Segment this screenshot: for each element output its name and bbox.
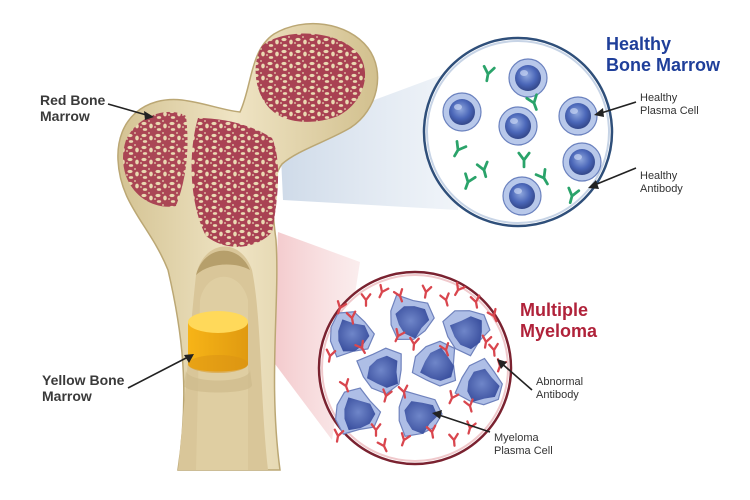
healthy-antibody [525, 93, 538, 111]
label-line: Plasma Cell [494, 444, 553, 457]
pointer-healthy-plasma [597, 101, 637, 115]
label-myeloma-plasma-cell: Myeloma Plasma Cell [494, 432, 553, 457]
title-line: Myeloma [520, 320, 598, 341]
healthy-antibody [517, 151, 531, 169]
pointer-healthy-antibody [591, 167, 637, 187]
label-line: Healthy [640, 92, 678, 104]
abnormal-antibody [409, 336, 420, 351]
myeloma-plasma-cell [454, 357, 503, 406]
abnormal-antibody [382, 388, 393, 403]
abnormal-antibody [425, 424, 437, 439]
healthy-antibody [482, 64, 496, 83]
abnormal-antibody [360, 293, 372, 307]
abnormal-antibody [481, 334, 493, 349]
pointer-myeloma-plasma [435, 413, 491, 433]
abnormal-antibody [394, 327, 406, 343]
healthy-antibody [464, 172, 477, 190]
healthy-plasma-cell [498, 106, 538, 146]
pointer-abnormal-antibody [499, 361, 533, 391]
spongy-neck [191, 118, 279, 247]
label-line: Marrow [40, 108, 90, 125]
spongy-head [255, 33, 366, 122]
abnormal-antibody [488, 342, 499, 357]
abnormal-antibody [392, 288, 404, 303]
abnormal-antibodies [325, 281, 508, 453]
label-line: Myeloma [494, 432, 539, 444]
spongy-trochanter [123, 111, 188, 207]
myeloma-plasma-cell [411, 340, 457, 387]
healthy-plasma-cell [502, 176, 542, 216]
myeloma-plasma-cell [398, 390, 443, 437]
abnormal-antibody [370, 423, 382, 437]
abnormal-antibody [397, 384, 409, 399]
abnormal-antibody [400, 432, 412, 447]
label-line: Yellow Bone [42, 372, 125, 388]
title-line: Bone Marrow [606, 54, 721, 75]
label-healthy-plasma-cell: Healthy Plasma Cell [640, 92, 699, 117]
healthy-plasma-cell [562, 142, 602, 182]
label-line: Antibody [536, 388, 579, 401]
title-line: Healthy [606, 34, 672, 54]
abnormal-antibody [354, 339, 366, 355]
label-line: Healthy [640, 170, 678, 182]
healthy-antibodies [453, 64, 581, 205]
healthy-antibody [567, 186, 581, 205]
title-multiple-myeloma: Multiple Myeloma [520, 300, 597, 341]
label-yellow-bone-marrow: Yellow Bone Marrow [42, 372, 124, 404]
healthy-plasma-cell [508, 58, 548, 98]
pointer-lines [107, 101, 637, 433]
abnormal-antibody [338, 378, 350, 393]
healthy-plasma-cells [442, 58, 602, 216]
abnormal-antibody [345, 310, 357, 325]
abnormal-antibody [439, 292, 450, 307]
myeloma-plasma-cell [442, 310, 491, 357]
healthy-antibody [534, 168, 549, 186]
pointer-yellow-marrow [127, 355, 191, 389]
label-line: Plasma Cell [640, 104, 699, 117]
abnormal-antibody [421, 284, 433, 299]
abnormal-antibody [486, 307, 498, 323]
abnormal-antibody [448, 432, 459, 447]
label-line: Red Bone [40, 92, 106, 108]
abnormal-antibody [336, 300, 348, 315]
myeloma-plasma-cell [356, 347, 402, 395]
healthy-magnify-beam [280, 70, 458, 210]
abnormal-antibody [333, 428, 345, 443]
abnormal-antibody [325, 348, 337, 363]
healthy-antibody [475, 160, 489, 179]
label-line: Abnormal [536, 376, 584, 388]
healthy-plasma-cell [558, 96, 598, 136]
pointer-red-marrow [107, 103, 151, 117]
label-healthy-antibody: Healthy Antibody [640, 170, 683, 195]
abnormal-antibody [448, 389, 460, 405]
abnormal-antibody [438, 342, 450, 357]
abnormal-antibody [378, 283, 390, 299]
title-line: Multiple [520, 300, 588, 320]
abnormal-antibody [463, 398, 474, 413]
label-line: Marrow [42, 388, 92, 405]
myeloma-plasma-cell [334, 387, 382, 435]
yellow-marrow-plug [188, 311, 248, 373]
healthy-plasma-cell [442, 92, 482, 132]
myeloma-plasma-cell [390, 294, 435, 341]
healthy-antibody [453, 140, 468, 158]
pointer-arrowheads [144, 108, 604, 419]
abnormal-antibody [376, 437, 388, 453]
abnormal-antibody [454, 281, 466, 297]
title-healthy-bone-marrow: Healthy Bone Marrow [606, 34, 720, 75]
label-line: Antibody [640, 182, 683, 195]
abnormal-antibody [469, 294, 481, 309]
myeloma-plasma-cells [329, 294, 503, 437]
label-red-bone-marrow: Red Bone Marrow [40, 92, 105, 124]
label-abnormal-antibody: Abnormal Antibody [536, 376, 583, 401]
